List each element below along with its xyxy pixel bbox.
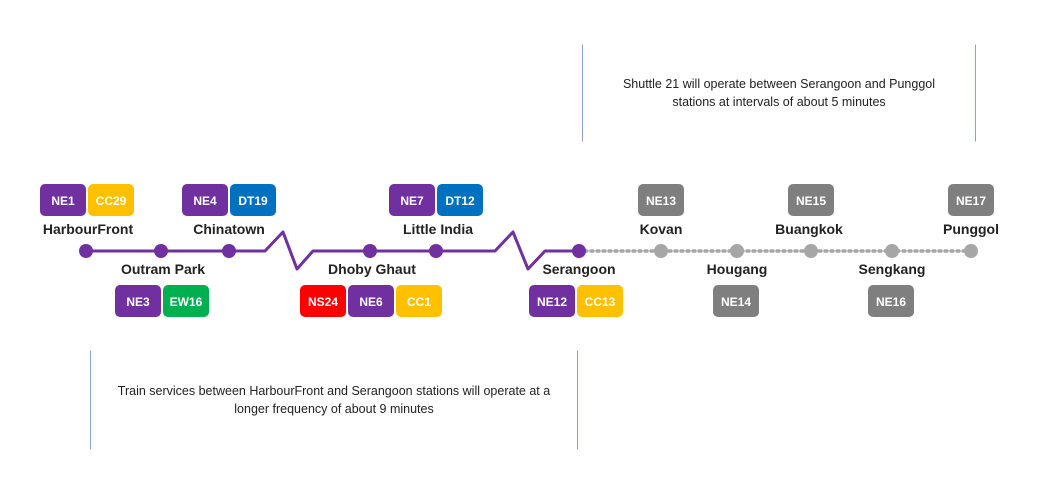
badge-bg bbox=[529, 285, 575, 317]
station-code-badge: NE4 bbox=[182, 184, 228, 216]
station-code-badge: NE3 bbox=[115, 285, 161, 317]
badge-code: NE16 bbox=[876, 295, 906, 309]
badge-code: EW16 bbox=[170, 295, 203, 309]
badge-bg bbox=[396, 285, 442, 317]
active-line bbox=[86, 230, 579, 271]
shuttle-note-text: Shuttle 21 will operate between Serangoo… bbox=[622, 77, 936, 109]
badge-bg bbox=[115, 285, 161, 317]
badge-code: NE12 bbox=[537, 295, 567, 309]
station-dot bbox=[154, 244, 168, 258]
station-name: Punggol bbox=[943, 221, 999, 237]
badge-code: CC29 bbox=[96, 194, 127, 208]
station-name: Hougang bbox=[707, 261, 768, 277]
station-code-badge: CC29 bbox=[88, 184, 134, 216]
badge-bg bbox=[638, 184, 684, 216]
station-dot bbox=[429, 244, 443, 258]
station-code-badge: NS24 bbox=[300, 285, 346, 317]
station-name: Outram Park bbox=[121, 261, 205, 277]
station-dot bbox=[964, 244, 978, 258]
badge-bg bbox=[163, 285, 209, 317]
badge-bg bbox=[788, 184, 834, 216]
station-dot bbox=[363, 244, 377, 258]
station-code-badge: NE13 bbox=[638, 184, 684, 216]
station-code-badge: NE14 bbox=[713, 285, 759, 317]
station-code-badge: NE17 bbox=[948, 184, 994, 216]
station-name: HarbourFront bbox=[43, 221, 134, 237]
badge-code: NE1 bbox=[51, 194, 75, 208]
badge-bg bbox=[577, 285, 623, 317]
station-code-badge: CC1 bbox=[396, 285, 442, 317]
badge-code: NS24 bbox=[308, 295, 338, 309]
station-name: Chinatown bbox=[193, 221, 265, 237]
station-harbourfront: HarbourFront NE1 CC29 bbox=[40, 184, 134, 258]
station-dot bbox=[730, 244, 744, 258]
badge-bg bbox=[88, 184, 134, 216]
badge-code: NE14 bbox=[721, 295, 751, 309]
line-segments bbox=[86, 230, 973, 271]
station-code-badge: NE16 bbox=[868, 285, 914, 317]
station-dot bbox=[654, 244, 668, 258]
station-chinatown: Chinatown NE4 DT19 bbox=[182, 184, 276, 258]
badge-code: NE7 bbox=[400, 194, 424, 208]
station-name: Buangkok bbox=[775, 221, 843, 237]
badge-bg bbox=[713, 285, 759, 317]
station-name: Serangoon bbox=[542, 261, 615, 277]
station-name: Little India bbox=[403, 221, 473, 237]
badge-code: NE6 bbox=[359, 295, 383, 309]
station-dot bbox=[222, 244, 236, 258]
station-code-badge: EW16 bbox=[163, 285, 209, 317]
station-dot bbox=[79, 244, 93, 258]
badge-bg bbox=[868, 285, 914, 317]
shuttle-note: Shuttle 21 will operate between Serangoo… bbox=[582, 44, 976, 142]
frequency-note: Train services between HarbourFront and … bbox=[90, 350, 578, 450]
station-code-badge: DT12 bbox=[437, 184, 483, 216]
badge-bg bbox=[348, 285, 394, 317]
badge-bg bbox=[389, 184, 435, 216]
badge-bg bbox=[182, 184, 228, 216]
station-buangkok: Buangkok NE15 bbox=[775, 184, 843, 258]
badge-bg bbox=[230, 184, 276, 216]
station-code-badge: CC13 bbox=[577, 285, 623, 317]
station-name: Dhoby Ghaut bbox=[328, 261, 416, 277]
station-kovan: Kovan NE13 bbox=[638, 184, 684, 258]
station-code-badge: NE12 bbox=[529, 285, 575, 317]
badge-bg bbox=[40, 184, 86, 216]
station-dot bbox=[804, 244, 818, 258]
station-code-badge: NE7 bbox=[389, 184, 435, 216]
badge-code: DT19 bbox=[238, 194, 268, 208]
badge-code: NE15 bbox=[796, 194, 826, 208]
badge-code: NE17 bbox=[956, 194, 986, 208]
station-code-badge: NE1 bbox=[40, 184, 86, 216]
station-code-badge: NE15 bbox=[788, 184, 834, 216]
station-little-india: Little India NE7 DT12 bbox=[389, 184, 483, 258]
station-name: Sengkang bbox=[859, 261, 926, 277]
station-dot bbox=[885, 244, 899, 258]
station-punggol: Punggol NE17 bbox=[943, 184, 999, 258]
station-name: Kovan bbox=[640, 221, 683, 237]
badge-bg bbox=[437, 184, 483, 216]
frequency-note-text: Train services between HarbourFront and … bbox=[117, 384, 551, 416]
badge-code: DT12 bbox=[445, 194, 475, 208]
badge-bg bbox=[948, 184, 994, 216]
station-code-badge: DT19 bbox=[230, 184, 276, 216]
badge-code: NE3 bbox=[126, 295, 150, 309]
badge-code: CC1 bbox=[407, 295, 431, 309]
station-dot bbox=[572, 244, 586, 258]
station-code-badge: NE6 bbox=[348, 285, 394, 317]
badge-bg bbox=[300, 285, 346, 317]
badge-code: NE4 bbox=[193, 194, 217, 208]
badge-code: CC13 bbox=[585, 295, 616, 309]
badge-code: NE13 bbox=[646, 194, 676, 208]
